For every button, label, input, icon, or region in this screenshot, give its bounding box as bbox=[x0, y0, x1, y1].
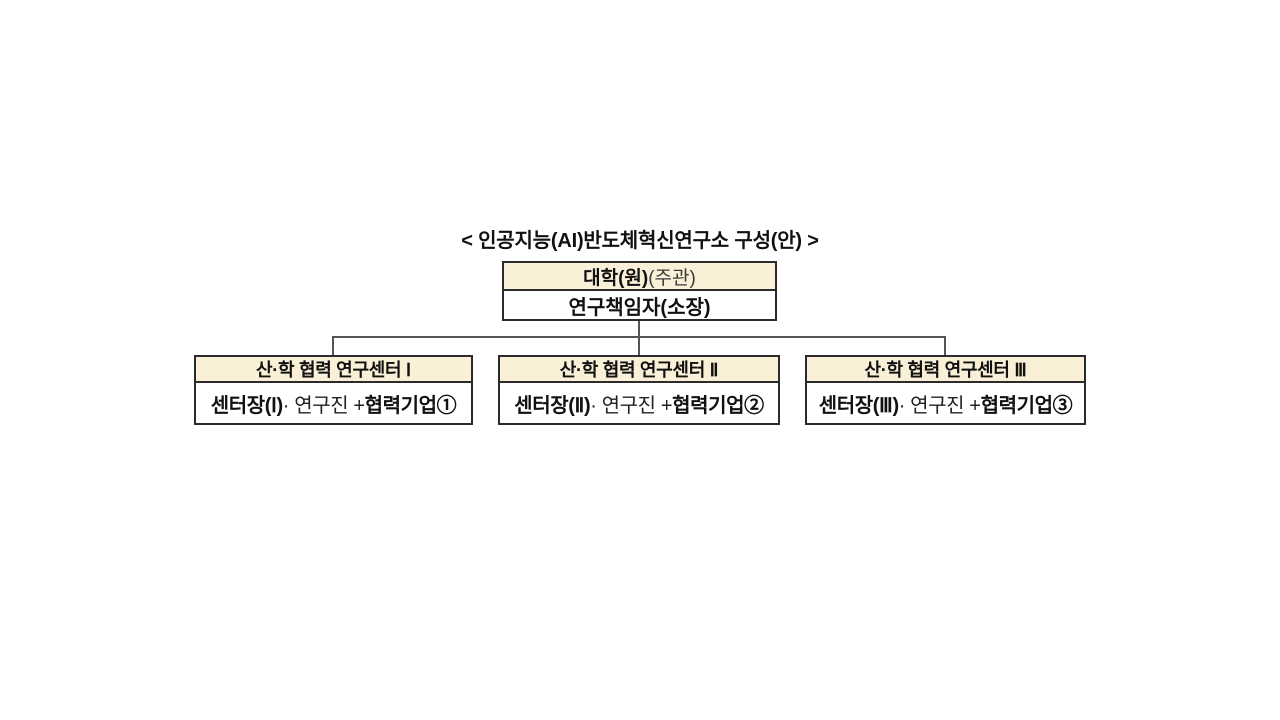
center-node-3-header: 산·학 협력 연구센터 Ⅲ bbox=[807, 357, 1084, 383]
center-node-3-title: 산·학 협력 연구센터 Ⅲ bbox=[864, 360, 1027, 380]
center-node-3-body: 센터장(Ⅲ) · 연구진 + 협력기업③ bbox=[807, 383, 1084, 423]
connector-drop-3 bbox=[944, 336, 946, 355]
center-node-2-title: 산·학 협력 연구센터 Ⅱ bbox=[559, 360, 719, 380]
center-node-2-partner: 협력기업② bbox=[672, 394, 764, 417]
center-node-3: 산·학 협력 연구센터 Ⅲ 센터장(Ⅲ) · 연구진 + 협력기업③ bbox=[805, 355, 1086, 425]
root-node-director: 연구책임자(소장) bbox=[568, 296, 711, 319]
center-node-1-partner: 협력기업① bbox=[364, 394, 457, 417]
center-node-1-title: 산·학 협력 연구센터 Ⅰ bbox=[256, 360, 411, 380]
center-node-3-mid: · 연구진 + bbox=[898, 394, 981, 417]
root-node-body: 연구책임자(소장) bbox=[504, 291, 775, 319]
chart-title: < 인공지능(AI)반도체혁신연구소 구성(안) > bbox=[461, 230, 819, 252]
connector-drop-1 bbox=[332, 336, 334, 355]
center-node-1-body: 센터장(Ⅰ) · 연구진 + 협력기업① bbox=[196, 383, 471, 423]
center-node-3-partner: 협력기업③ bbox=[980, 394, 1073, 417]
center-node-1: 산·학 협력 연구센터 Ⅰ 센터장(Ⅰ) · 연구진 + 협력기업① bbox=[194, 355, 473, 425]
center-node-1-mid: · 연구진 + bbox=[282, 394, 365, 417]
center-node-3-lead: 센터장(Ⅲ) bbox=[818, 394, 899, 417]
center-node-2-header: 산·학 협력 연구센터 Ⅱ bbox=[500, 357, 778, 383]
center-node-1-header: 산·학 협력 연구센터 Ⅰ bbox=[196, 357, 471, 383]
center-node-2-mid: · 연구진 + bbox=[590, 394, 673, 417]
root-node: 대학(원)(주관) 연구책임자(소장) bbox=[502, 261, 777, 321]
center-node-1-lead: 센터장(Ⅰ) bbox=[210, 394, 283, 417]
root-node-header: 대학(원)(주관) bbox=[504, 263, 775, 291]
root-node-name: 대학(원) bbox=[583, 267, 649, 289]
root-node-note: (주관) bbox=[648, 267, 696, 289]
center-node-2: 산·학 협력 연구센터 Ⅱ 센터장(Ⅱ) · 연구진 + 협력기업② bbox=[498, 355, 780, 425]
connector-drop-2 bbox=[638, 336, 640, 355]
center-node-2-lead: 센터장(Ⅱ) bbox=[514, 394, 591, 417]
center-node-2-body: 센터장(Ⅱ) · 연구진 + 협력기업② bbox=[500, 383, 778, 423]
connector-stem bbox=[638, 321, 640, 337]
